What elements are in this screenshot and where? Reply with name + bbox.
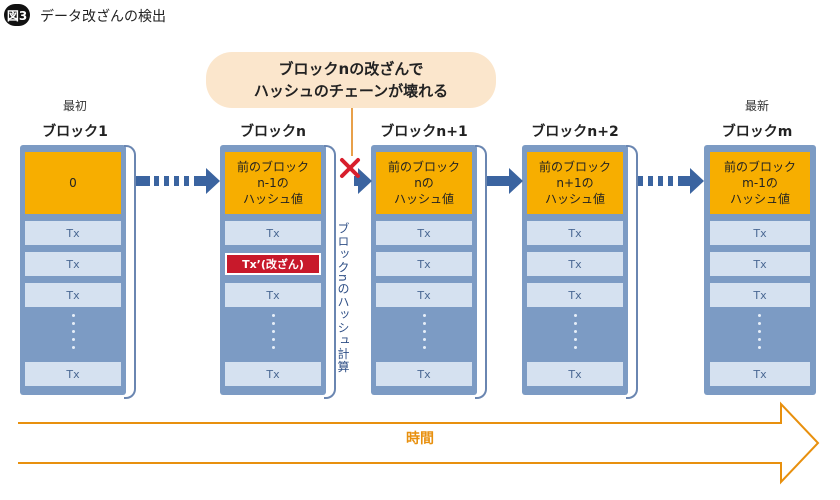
hash-line: n+1の bbox=[556, 176, 594, 190]
tx-cell: Tx bbox=[527, 362, 623, 386]
callout-bubble: ブロックnの改ざんで ハッシュのチェーンが壊れる bbox=[206, 52, 496, 108]
tx-cell: Tx bbox=[25, 252, 121, 276]
block-title-n2: ブロックn+2 bbox=[531, 124, 619, 140]
block-bracket bbox=[626, 145, 638, 399]
chain-arrow-dashed bbox=[136, 168, 220, 194]
hash-line: nの bbox=[414, 176, 434, 190]
hash-line: ハッシュ値 bbox=[393, 192, 454, 206]
block-title-n1: ブロックn+1 bbox=[380, 124, 468, 140]
tx-cell: Tx bbox=[376, 252, 472, 276]
tx-cell: Tx bbox=[376, 221, 472, 245]
chain-arrow-broken bbox=[354, 168, 372, 194]
tx-cell: Tx bbox=[225, 283, 321, 307]
tx-cell: Tx bbox=[376, 283, 472, 307]
hash-box: 前のブロック n-1の ハッシュ値 bbox=[225, 152, 321, 214]
ellipsis-dots bbox=[758, 314, 761, 354]
chain-arrow bbox=[487, 168, 523, 194]
block-bracket bbox=[124, 145, 136, 399]
tx-cell: Tx bbox=[25, 221, 121, 245]
first-label: 最初 bbox=[62, 99, 87, 113]
ellipsis-dots bbox=[272, 314, 275, 354]
tx-cell: Tx bbox=[25, 362, 121, 386]
hash-line: ハッシュ値 bbox=[729, 192, 790, 206]
tx-cell: Tx bbox=[527, 283, 623, 307]
hash-value: 0 bbox=[69, 176, 77, 190]
ellipsis-dots bbox=[72, 314, 75, 354]
tx-cell: Tx bbox=[710, 221, 810, 245]
hash-line: n-1の bbox=[257, 176, 289, 190]
hash-line: 前のブロック bbox=[236, 160, 309, 174]
time-arrow bbox=[18, 401, 820, 485]
tx-cell: Tx bbox=[527, 252, 623, 276]
hash-line: ハッシュ値 bbox=[242, 192, 303, 206]
hash-line: 前のブロック bbox=[538, 160, 611, 174]
tx-cell: Tx bbox=[710, 252, 810, 276]
latest-label: 最新 bbox=[744, 99, 769, 113]
hash-box: 前のブロック m-1の ハッシュ値 bbox=[710, 152, 810, 214]
hash-line: m-1の bbox=[742, 176, 778, 190]
callout-pointer bbox=[351, 108, 353, 156]
hash-line: 前のブロック bbox=[723, 160, 796, 174]
tx-cell: Tx bbox=[527, 221, 623, 245]
tx-cell: Tx bbox=[710, 362, 810, 386]
ellipsis-dots bbox=[574, 314, 577, 354]
tx-cell: Tx bbox=[710, 283, 810, 307]
block-title-m: ブロックm bbox=[721, 124, 793, 140]
callout-line-2: ハッシュのチェーンが壊れる bbox=[253, 82, 449, 100]
hash-box: 0 bbox=[25, 152, 121, 214]
tx-cell: Tx bbox=[225, 221, 321, 245]
callout-line-1: ブロックnの改ざんで bbox=[278, 60, 424, 78]
figure-title: データ改ざんの検出 bbox=[40, 9, 166, 25]
block-bracket bbox=[475, 145, 487, 399]
chain-arrow-dashed bbox=[638, 168, 704, 194]
hash-box: 前のブロック nの ハッシュ値 bbox=[376, 152, 472, 214]
ellipsis-dots bbox=[423, 314, 426, 354]
tx-cell: Tx bbox=[376, 362, 472, 386]
hash-calc-label: ブロックnのハッシュ計算 bbox=[336, 222, 350, 374]
block-title-1: ブロック1 bbox=[42, 124, 108, 140]
block-bracket bbox=[324, 145, 336, 399]
figure-badge: 図3 bbox=[4, 4, 30, 26]
tx-cell: Tx bbox=[225, 362, 321, 386]
time-label: 時間 bbox=[406, 431, 434, 447]
tampered-tx: Tx’(改ざん) bbox=[225, 253, 321, 275]
hash-line: ハッシュ値 bbox=[544, 192, 605, 206]
broken-x-icon bbox=[340, 158, 360, 178]
tx-cell: Tx bbox=[25, 283, 121, 307]
hash-box: 前のブロック n+1の ハッシュ値 bbox=[527, 152, 623, 214]
block-title-n: ブロックn bbox=[240, 124, 306, 140]
hash-line: 前のブロック bbox=[387, 160, 460, 174]
